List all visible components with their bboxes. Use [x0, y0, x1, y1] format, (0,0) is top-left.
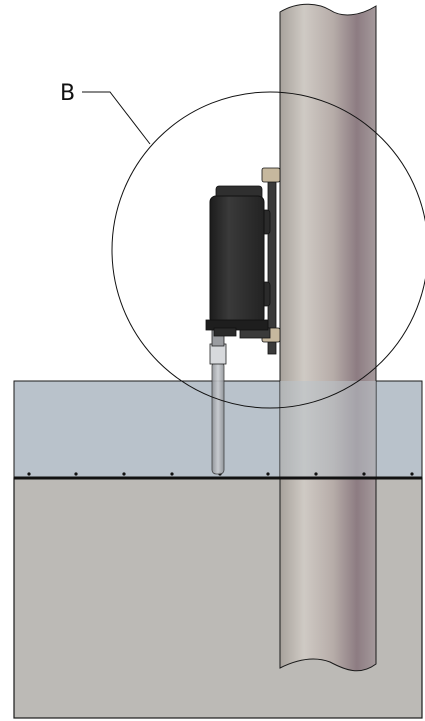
- water-overlay: [280, 381, 376, 478]
- waterline-dots: [27, 472, 414, 476]
- callout-leader: [82, 91, 151, 145]
- probe: [209, 329, 227, 475]
- sensor-housing: [205, 185, 269, 337]
- detail-circle: [111, 91, 425, 409]
- callout-label: B: [60, 81, 75, 106]
- pole: [279, 3, 377, 672]
